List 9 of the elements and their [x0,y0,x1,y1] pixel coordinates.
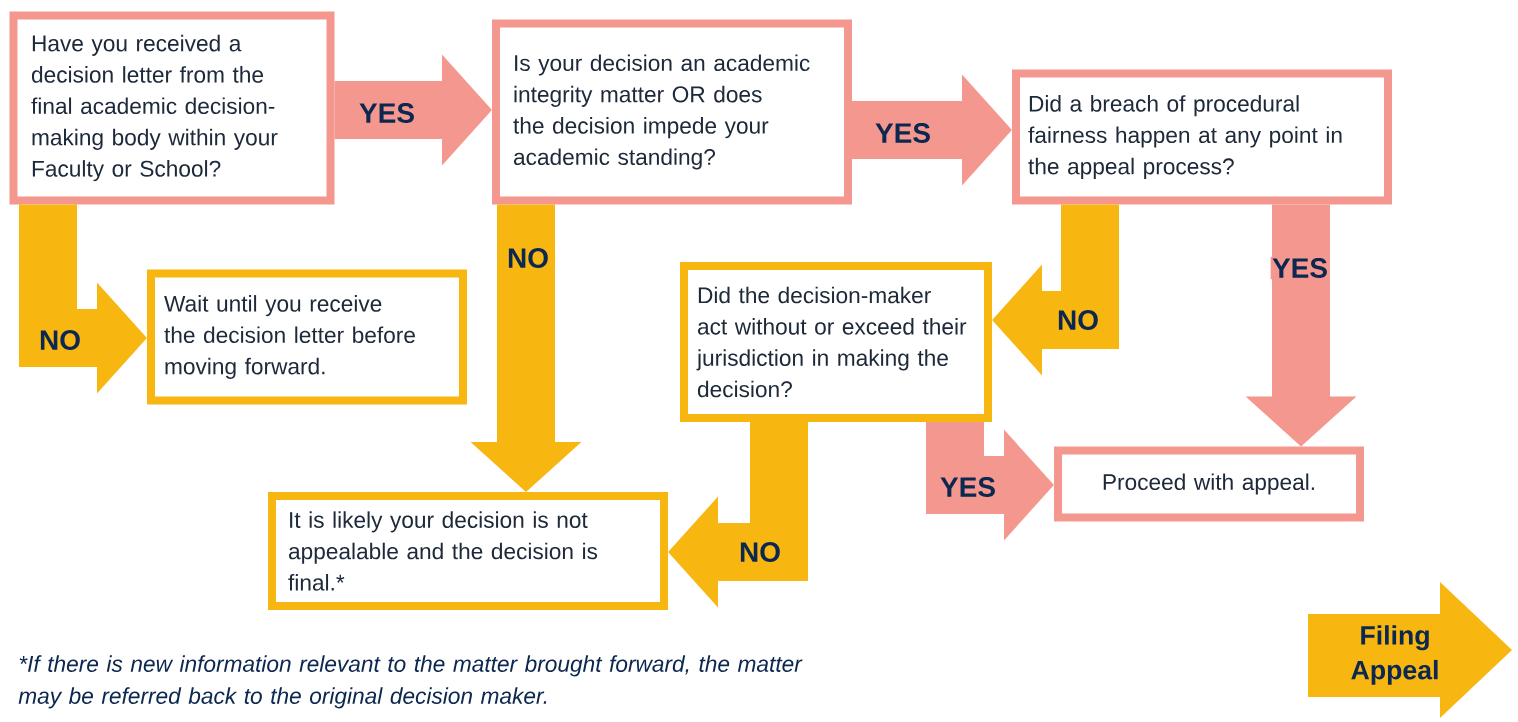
question-box: Proceed with appeal. [1054,446,1364,522]
question-box: Did a breach of procedural fairness happen at any point in the appeal process? [1012,69,1392,205]
question-box: Wait until you receive the decision letter before moving forward. [147,269,467,405]
question-box: It is likely your decision is not appealable and the decision is final.* [268,492,668,610]
question-box: Is your decision an academic integrity matter OR does the decision impede your academic standing? [492,19,852,205]
footnote: *If there is new information relevant to the matter brought forward, the matter may be referred back to the original decision maker. [18,655,803,709]
question-box: Did the decision-maker act without or exceed their jurisdiction in making the decision? [680,262,992,422]
question-box: Have you received a decision letter from the final academic decision-making body within your Faculty or School? [9,11,335,205]
edge-label: YES [1270,256,1330,280]
